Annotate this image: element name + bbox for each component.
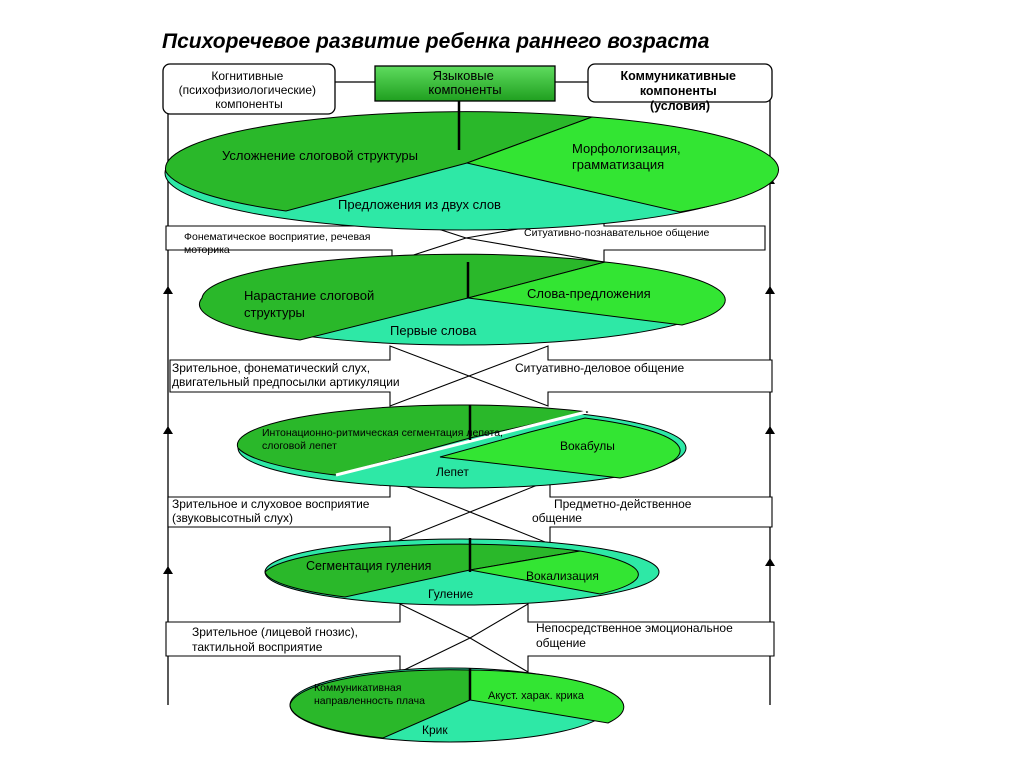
cognitive-transition-label: Зрительное (лицевой гнозис), тактильной … (192, 625, 361, 654)
ellipse-right-sector (467, 261, 726, 326)
ellipse-left-sector (165, 111, 593, 212)
cognitive-arrow (165, 603, 472, 673)
communicative-header-box (587, 63, 773, 103)
ellipse-left-sector (236, 404, 589, 476)
communicative-header-label: Коммуникативные компоненты (условия) (621, 69, 740, 113)
header-row: Когнитивные (психофизиологические) компо… (162, 63, 773, 115)
level-right-label: Акуст. харак. крика (488, 690, 585, 702)
communicative-arrow (468, 603, 775, 673)
cognitive-header-box (162, 63, 336, 115)
cognitive-transition-label: Фонематическое восприятие, речевая мотор… (184, 231, 373, 256)
cognitive-transition-label: Зрительное, фонематический слух, двигате… (172, 361, 400, 389)
ellipse-right-sector (469, 669, 625, 724)
cognitive-transition-label: Зрительное и слуховое восприятие (звуков… (172, 497, 373, 525)
transition-band: Зрительное, фонематический слух, двигате… (169, 345, 773, 407)
communicative-transition-label: Ситуативно-познавательное общение (524, 227, 709, 239)
communicative-transition-label: Непосредственное эмоциональное общение (536, 621, 736, 650)
level-bottom-label: Гуление (428, 587, 473, 601)
level-left-label: Нарастание слоговой структуры (244, 288, 378, 320)
transition-band: Зрительное (лицевой гнозис), тактильной … (165, 603, 775, 673)
ellipse-right-sector (469, 550, 639, 595)
level-ellipse: Интонационно-ритмическая сегментация леп… (236, 404, 687, 489)
ellipse-left-sector (198, 253, 606, 341)
level-ellipse: Усложнение слоговой структуры Морфологиз… (164, 111, 779, 231)
ellipse-right-sector (439, 417, 681, 479)
level-bottom-label: Крик (422, 723, 448, 737)
level-left-label: Усложнение слоговой структуры (222, 148, 418, 163)
cognitive-arrow (169, 345, 471, 407)
level-right-label: Слова-предложения (527, 286, 651, 301)
level-left-label: Интонационно-ритмическая сегментация леп… (262, 427, 506, 452)
communicative-arrow (467, 345, 773, 407)
diagram-title: Психоречевое развитие ребенка раннего во… (162, 30, 710, 53)
language-header-label: Языковые компоненты (428, 68, 501, 97)
level-right-label: Морфологизация, грамматизация (572, 141, 684, 172)
language-header-box (374, 65, 556, 102)
communicative-transition-label: Предметно-действенное общение (532, 497, 695, 525)
ellipse-left-sector (289, 669, 471, 739)
level-right-label: Вокализация (526, 569, 599, 583)
level-left-label: Коммуникативная направленность плача (314, 682, 425, 707)
level-left-label: Сегментация гуления (306, 559, 431, 573)
level-bottom-label: Первые слова (390, 323, 477, 338)
central-axis (457, 101, 472, 700)
ellipse-right-sector (465, 116, 779, 213)
communicative-arrow (468, 479, 773, 545)
level-ellipse: Сегментация гуления Вокализация Гуление (264, 538, 660, 606)
level-bottom-label: Предложения из двух слов (338, 197, 501, 212)
level-bottom-label: Лепет (436, 465, 469, 479)
ellipse-left-sector (264, 543, 581, 598)
transition-band: Зрительное и слуховое восприятие (звуков… (167, 479, 773, 545)
level-ellipse: Нарастание слоговой структуры Слова-пред… (198, 253, 726, 346)
ellipse-split-line (335, 410, 587, 477)
cognitive-arrow (167, 479, 472, 545)
level-ellipse: Коммуникативная направленность плача Аку… (289, 667, 625, 743)
communicative-transition-label: Ситуативно-деловое общение (515, 361, 684, 375)
level-right-label: Вокабулы (560, 439, 615, 453)
cognitive-header-label: Когнитивные (психофизиологические) компо… (179, 69, 320, 111)
